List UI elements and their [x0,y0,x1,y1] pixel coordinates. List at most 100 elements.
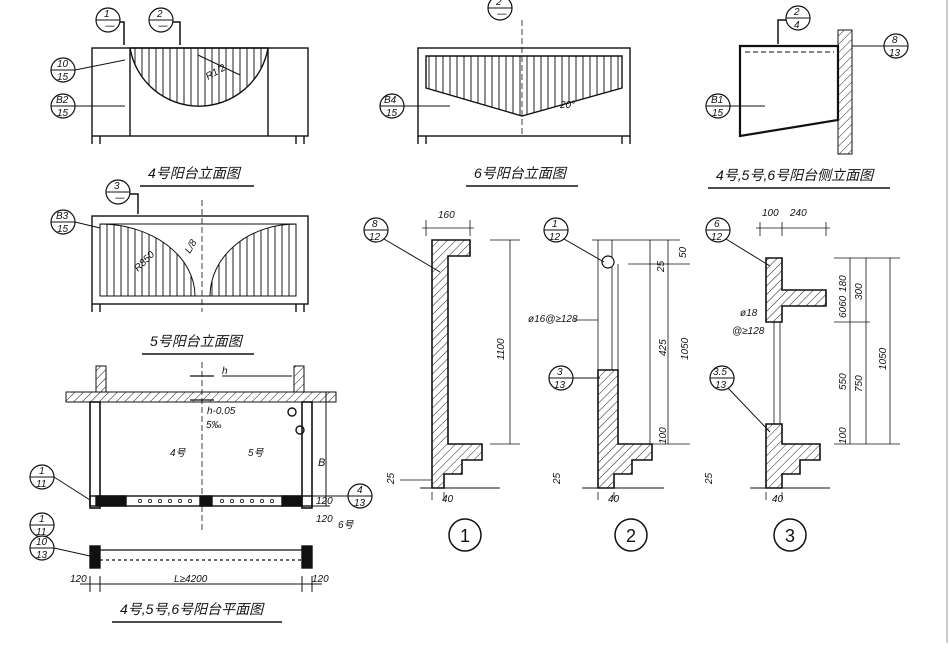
plan-label-4: 4号 [170,448,187,459]
rebar-label: ø18 [740,308,758,319]
marker-side-b1: B1 15 [705,93,765,119]
marker-text: 一 [496,10,507,21]
dim-label: 6060 [838,295,849,318]
marker-text: 一 [104,22,115,33]
marker-text: 4 [357,485,363,496]
plan-dim: 120 [316,496,333,507]
marker-section2-mid: 3 13 [548,365,600,391]
marker-text: 6 [714,219,720,230]
caption-elev5: 5号阳台立面图 [142,333,254,355]
marker-text: 13 [36,550,48,561]
dim-label: 1050 [878,347,889,370]
angle-label: 20° [559,100,575,111]
marker-elev5-b3: B3 15 [50,209,101,235]
marker-section1: 8 12 [363,217,441,273]
plan-label-B: B [318,457,325,469]
marker-text: 13 [889,48,901,59]
marker-elev4-1: 1 一 [95,7,125,45]
caption-side: 4号,5号,6号阳台侧立面图 [708,167,890,189]
marker-text: 10 [36,537,48,548]
marker-text: 13 [554,380,566,391]
marker-elev4-b2: B2 15 [50,93,125,119]
marker-text: 11 [36,479,46,490]
plan-label-hminus: h-0.05 [207,406,236,417]
marker-text: 13 [354,498,366,509]
marker-section3-mid: 3.5 13 [709,365,771,433]
marker-text: 一 [157,22,168,33]
dim-label: 160 [438,210,455,221]
elevation-6 [417,20,631,144]
marker-text: 11 [36,527,46,538]
plan-dots [137,498,274,503]
caption-elev6: 6号阳台立面图 [466,165,578,187]
marker-side-8-13: 8 13 [852,33,909,59]
marker-text: 2 [156,9,163,20]
marker-text: 12 [549,232,561,243]
section-number: 3 [785,526,795,546]
dim-label: 180 [838,275,849,292]
plan-dim: 120 [70,574,87,585]
caption-elev4: 4号阳台立面图 [140,165,254,187]
marker-text: 3 [114,181,120,192]
side-elevation [738,29,853,155]
marker-text: B4 [384,95,397,106]
length-label: L/8 [183,238,200,256]
plan-span: L≥4200 [174,574,208,585]
dim-label: 40 [772,494,784,505]
caption-text: 4号阳台立面图 [148,165,242,181]
dim-label: 425 [658,339,669,356]
caption-text: 5号阳台立面图 [150,333,244,349]
marker-elev5-3: 3 一 [105,179,139,214]
rebar-label: ø16@≥128 [528,314,578,325]
dim-label: 25 [386,472,397,485]
marker-text: 15 [57,224,69,235]
marker-text: B1 [711,95,723,106]
plan-label-slope: 5‰ [206,420,222,431]
marker-elev6: 2 一 [487,0,513,21]
marker-text: 12 [711,232,723,243]
marker-text: 3 [557,367,563,378]
marker-text: 1 [104,9,110,20]
dim-label: 50 [678,246,689,258]
plan-label-h: h [222,366,228,377]
marker-text: 4 [794,20,800,31]
dim-label: 100 [658,427,669,444]
plan-dim: 120 [316,514,333,525]
dim-label: 240 [789,208,807,219]
dim-label: 25 [656,260,667,273]
marker-text: 一 [114,194,125,205]
marker-section2-top: 1 12 [543,217,605,263]
dim-label: 40 [442,494,454,505]
dim-label: 1100 [496,338,507,360]
marker-text: 8 [892,35,898,46]
marker-text: 10 [57,59,69,70]
plan-dim: 120 [312,574,329,585]
section-3 [750,222,900,500]
marker-text: 15 [386,108,398,119]
marker-plan-10-13: 10 13 [29,535,91,561]
dim-label: 40 [608,494,620,505]
dim-label: 300 [854,283,865,300]
section3-number: 3 [773,518,807,552]
marker-text: 12 [369,232,381,243]
section-1 [400,220,520,500]
marker-section3-top: 6 12 [705,217,771,267]
marker-text: 3.5 [713,367,727,378]
dim-label: 25 [704,472,715,485]
marker-text: 13 [715,380,727,391]
caption-plan: 4号,5号,6号阳台平面图 [112,601,282,623]
caption-text: 4号,5号,6号阳台侧立面图 [716,167,875,183]
marker-text: 15 [712,108,724,119]
section-number: 2 [626,526,636,546]
dim-label: 750 [854,375,865,392]
marker-plan-1-11b: 1 11 [29,512,55,538]
section-number: 1 [460,526,470,546]
marker-text: B3 [56,211,69,222]
marker-plan-1-11a: 1 11 [29,464,91,501]
section2-number: 2 [614,518,648,552]
marker-text: 15 [57,72,69,83]
dim-label: 25 [552,472,563,485]
dim-label: 100 [762,208,779,219]
